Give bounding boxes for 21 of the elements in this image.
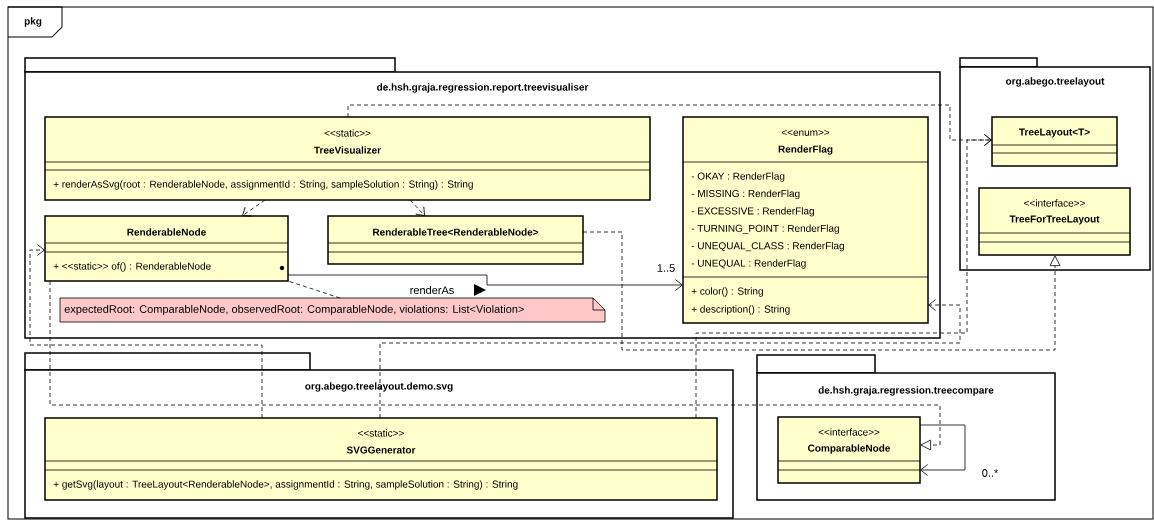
class-box: TreeLayout<T> <box>991 116 1118 167</box>
realization-arrow <box>49 280 941 451</box>
class-box: <<static>> SVGGenerator + getSvg(layout : TreeLayout<RenderableNode>, assignmentId : String, sampleSolution : String) : String <box>44 417 718 501</box>
dependency-arrow <box>409 199 425 216</box>
class-box: <<interface>> TreeForTreeLayout <box>978 187 1131 256</box>
dependency-arrow <box>29 244 263 419</box>
class-box: <<enum>> RenderFlag - OKAY : RenderFlag - MISSING : RenderFlag - EXCESSIVE : RenderFlag - TURNING_POINT : RenderFlag - UNEQUAL_CLASS : RenderFlag - UNEQUAL : RenderFlag + color() : String + description() : String <box>682 116 929 324</box>
realization-arrow <box>582 231 1061 351</box>
dependency-arrow <box>379 299 961 419</box>
association-arrow <box>287 274 683 291</box>
class-box: RenderableNode + <<static>> of() : RenderableNode <box>44 215 289 282</box>
edge-label: renderAs <box>408 284 456 296</box>
class-box: <<static>> TreeVisualizer + renderAsSvg(root : RenderableNode, assignmentId : String, sampleSolution : String) : String <box>44 116 651 201</box>
class-box: RenderableTree<RenderableNode> <box>327 215 584 265</box>
dependency-arrow <box>695 134 992 419</box>
class-box: <<interface>> ComparableNode <box>777 416 921 484</box>
note-anchor-line <box>287 280 341 299</box>
multiplicity-label: 0..* <box>982 469 999 477</box>
association-arrow <box>919 424 966 476</box>
note-box: expectedRoot: ComparableNode, observedRoot: ComparableNode, violations: List<Violation> <box>59 297 606 323</box>
dependency-arrow <box>242 199 266 217</box>
